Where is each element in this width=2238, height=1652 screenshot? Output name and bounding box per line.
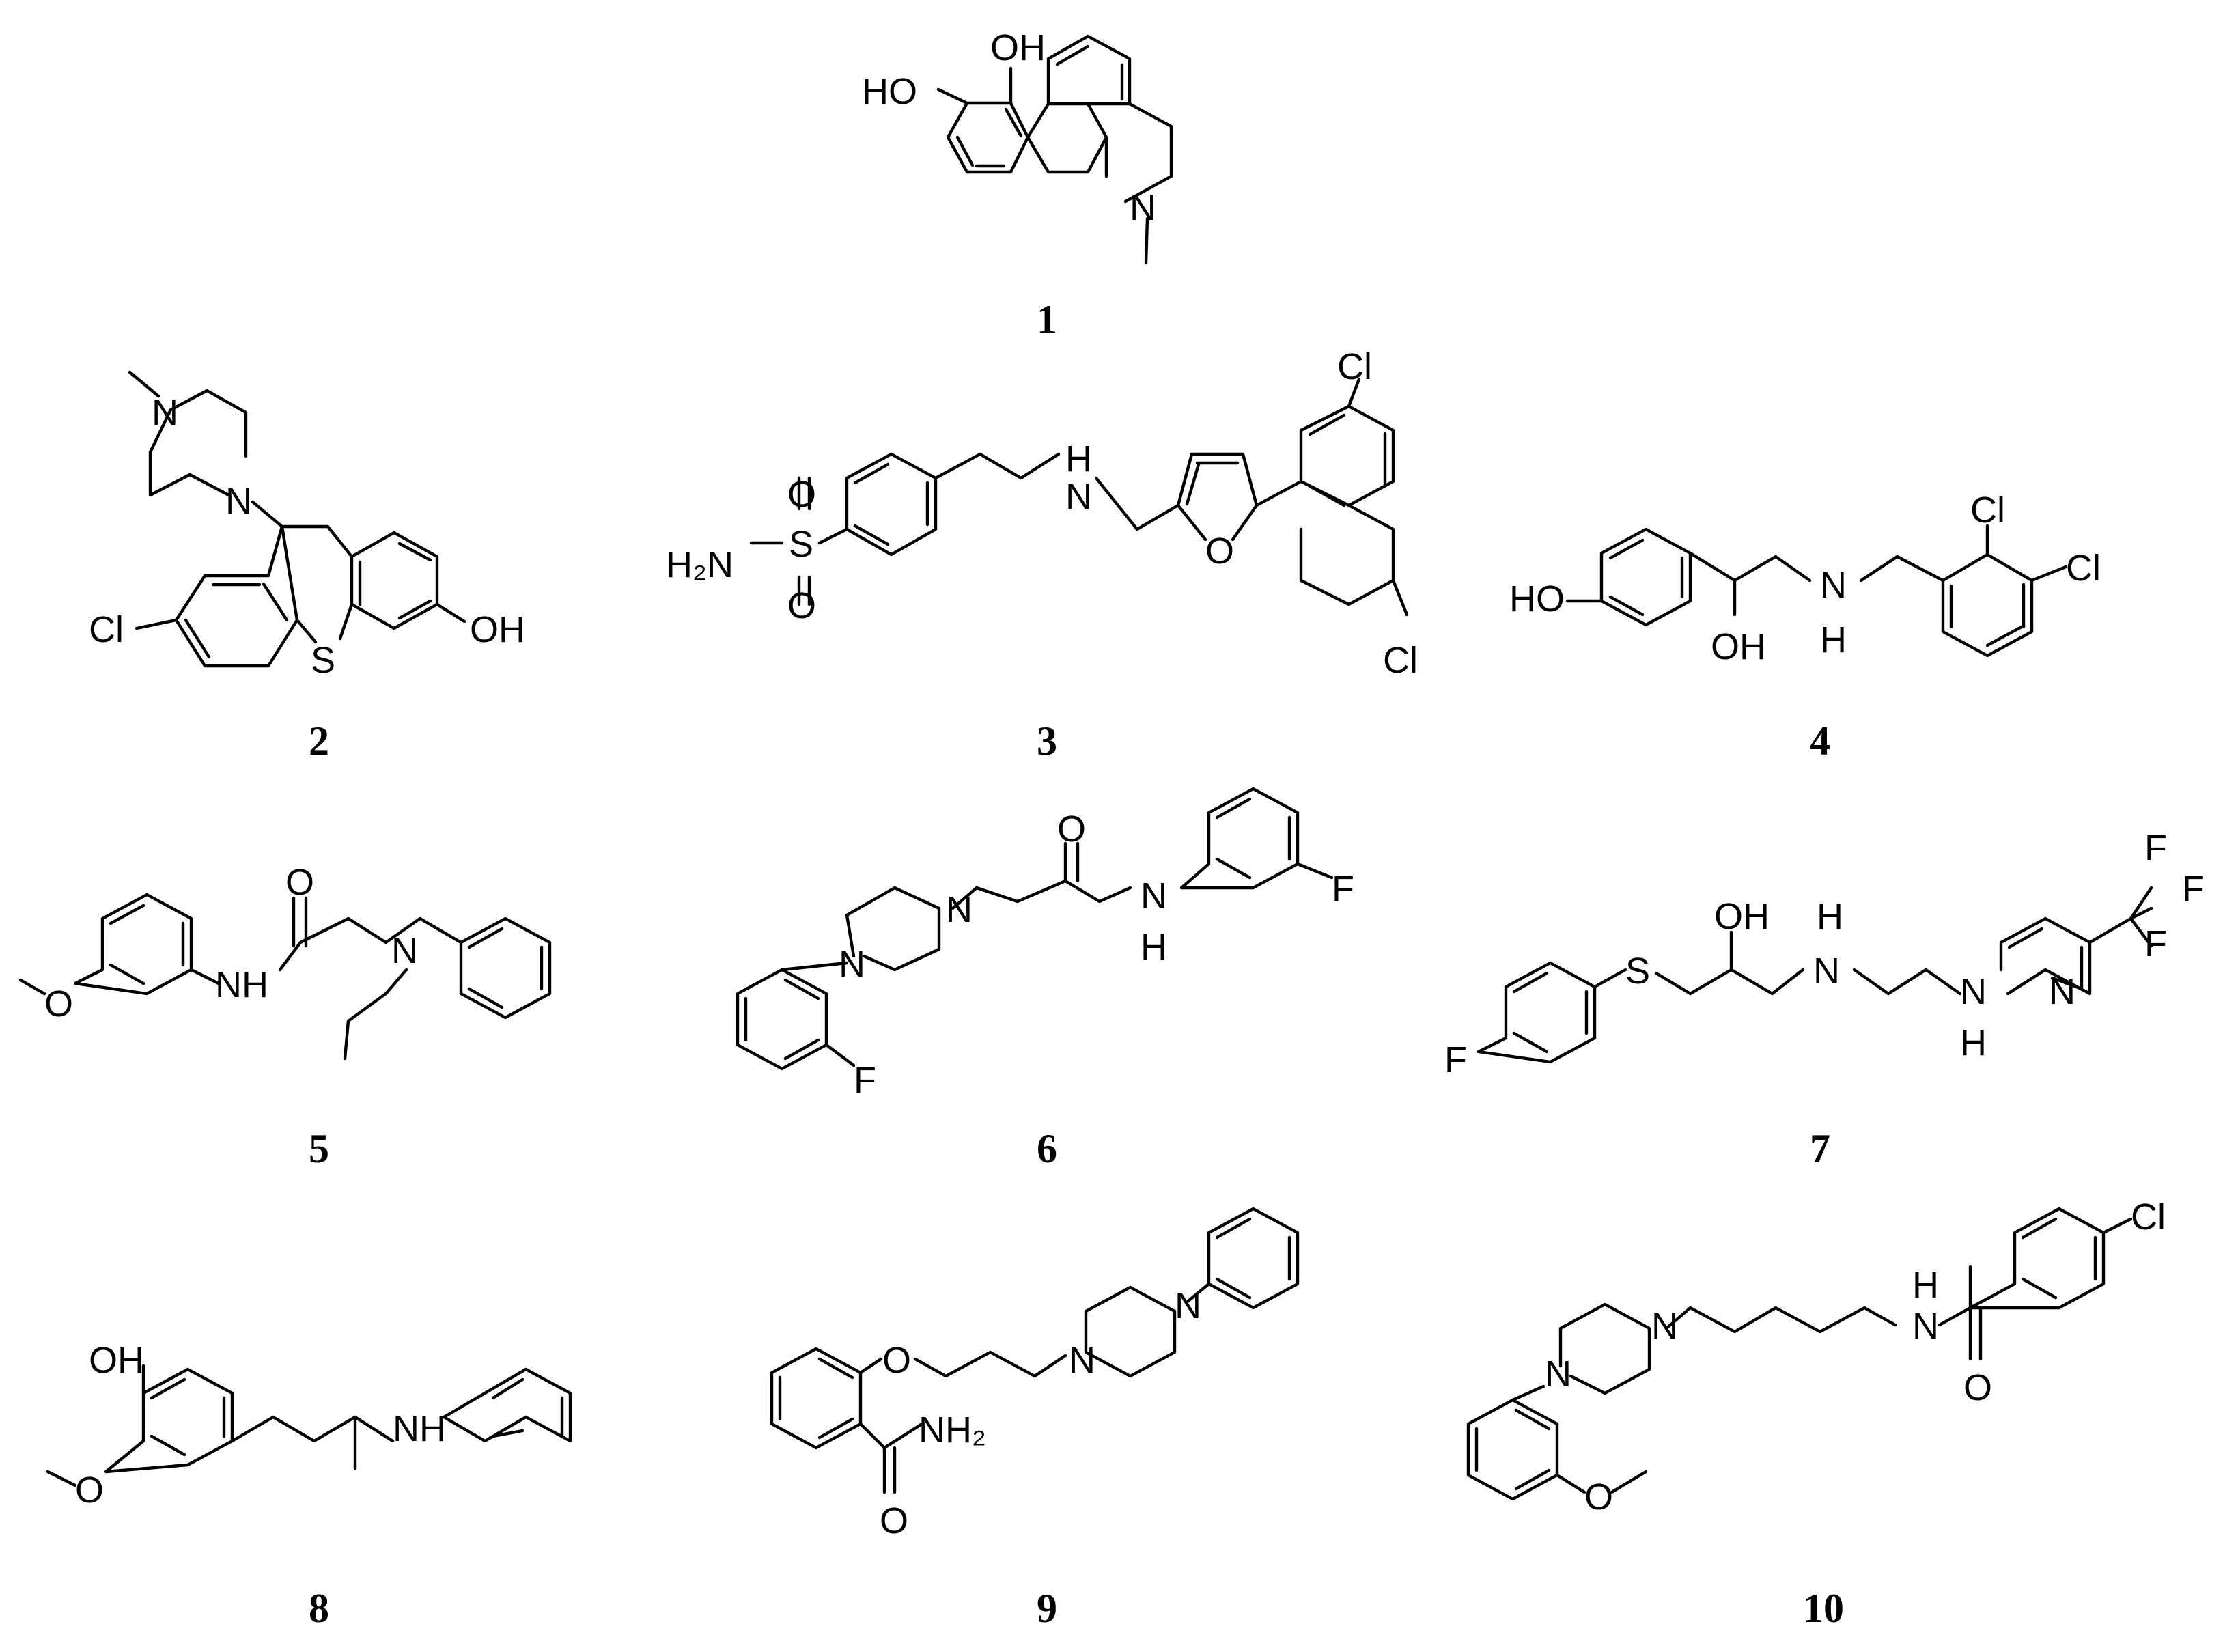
atom-label: NH	[393, 1408, 446, 1449]
atom-label: O	[787, 585, 816, 626]
atom-label: OH	[1711, 626, 1766, 667]
atom-label: HO	[862, 71, 917, 112]
compound-number: 10	[1803, 1586, 1844, 1631]
atom-label: N	[225, 481, 252, 522]
atom-label: N	[1813, 951, 1840, 992]
atom-label: OH	[470, 609, 525, 650]
atom-label: F	[854, 1060, 876, 1101]
compound-7-structure	[1477, 886, 2153, 1064]
compound-number: 3	[1037, 718, 1057, 764]
atom-label: H	[1960, 1022, 1987, 1063]
atom-label: O	[1584, 1476, 1613, 1517]
compound-number: 6	[1037, 1126, 1057, 1171]
atom-label: O	[880, 1500, 908, 1541]
atom-label: Cl	[1337, 346, 1372, 387]
atom-label: H	[1912, 1265, 1939, 1306]
atom-label: O	[787, 474, 816, 515]
atom-label: F	[1332, 869, 1354, 910]
atom-label: NH	[215, 964, 268, 1005]
atom-label: N	[152, 392, 178, 433]
atom-label: N	[946, 889, 973, 930]
atom-label: O	[1963, 1367, 1992, 1408]
atom-label: OH	[990, 27, 1046, 68]
compound-10-structure	[1466, 1207, 2133, 1501]
atom-label: F	[2144, 828, 2167, 869]
atom-label: Cl	[89, 609, 124, 650]
atom-label: N	[1912, 1306, 1939, 1347]
atom-label: S	[789, 524, 813, 565]
atom-label: F	[2144, 923, 2167, 964]
atom-label: N	[1651, 1306, 1678, 1347]
atom-label: N	[1545, 1354, 1571, 1395]
atom-label: Cl	[2066, 548, 2101, 589]
atom-label: N	[1130, 187, 1156, 228]
atom-label: O	[1205, 531, 1234, 572]
atom-label: F	[1444, 1039, 1467, 1080]
atom-label: OH	[1714, 896, 1770, 937]
atom-label: N	[2049, 971, 2075, 1012]
atom-label: O	[44, 983, 73, 1024]
compound-4-structure	[1565, 524, 2068, 658]
atom-label: Cl	[1970, 490, 2005, 531]
atom-label: N	[1175, 1285, 1201, 1326]
atom-label: O	[285, 862, 314, 903]
compound-number: 5	[309, 1126, 329, 1171]
atom-label: Cl	[1383, 640, 1418, 681]
atom-label: N	[1141, 876, 1167, 916]
atom-label: OH	[89, 1340, 144, 1381]
compound-9-structure	[770, 1207, 1300, 1494]
compound-number: 9	[1037, 1586, 1057, 1631]
atom-label: N	[839, 944, 865, 985]
atom-label: O	[75, 1470, 104, 1511]
atom-label: H	[1820, 619, 1847, 660]
atom-label: S	[311, 640, 335, 681]
atom-label: H	[1817, 896, 1843, 937]
compound-number: 1	[1037, 297, 1057, 342]
atom-label: H₂N	[666, 544, 733, 585]
compound-number: 4	[1810, 718, 1830, 764]
compound-3-structure	[749, 377, 1409, 617]
atom-label: N	[1065, 476, 1092, 517]
atom-label: H	[1141, 927, 1167, 968]
compound-8-structure	[46, 1364, 572, 1487]
atom-label: N	[1069, 1340, 1095, 1381]
atom-label: N	[391, 930, 418, 971]
atom-label: O	[882, 1340, 911, 1381]
compound-5-structure	[18, 893, 552, 1061]
atom-label: H	[1065, 438, 1092, 479]
compound-2-structure	[128, 370, 466, 668]
atom-label: NH₂	[919, 1410, 986, 1451]
compound-1-structure	[936, 34, 1173, 265]
compound-number: 8	[309, 1586, 329, 1631]
atom-label: N	[1820, 565, 1847, 606]
compound-6-structure	[736, 787, 1334, 1071]
atom-label: S	[1625, 951, 1650, 992]
atom-label: HO	[1509, 578, 1565, 619]
atom-label: F	[2182, 869, 2205, 910]
compound-number: 2	[309, 718, 329, 764]
compound-number: 7	[1810, 1126, 1830, 1171]
atom-label: Cl	[2131, 1196, 2166, 1237]
atom-label: N	[1960, 971, 1987, 1012]
atom-label: O	[1057, 809, 1086, 850]
